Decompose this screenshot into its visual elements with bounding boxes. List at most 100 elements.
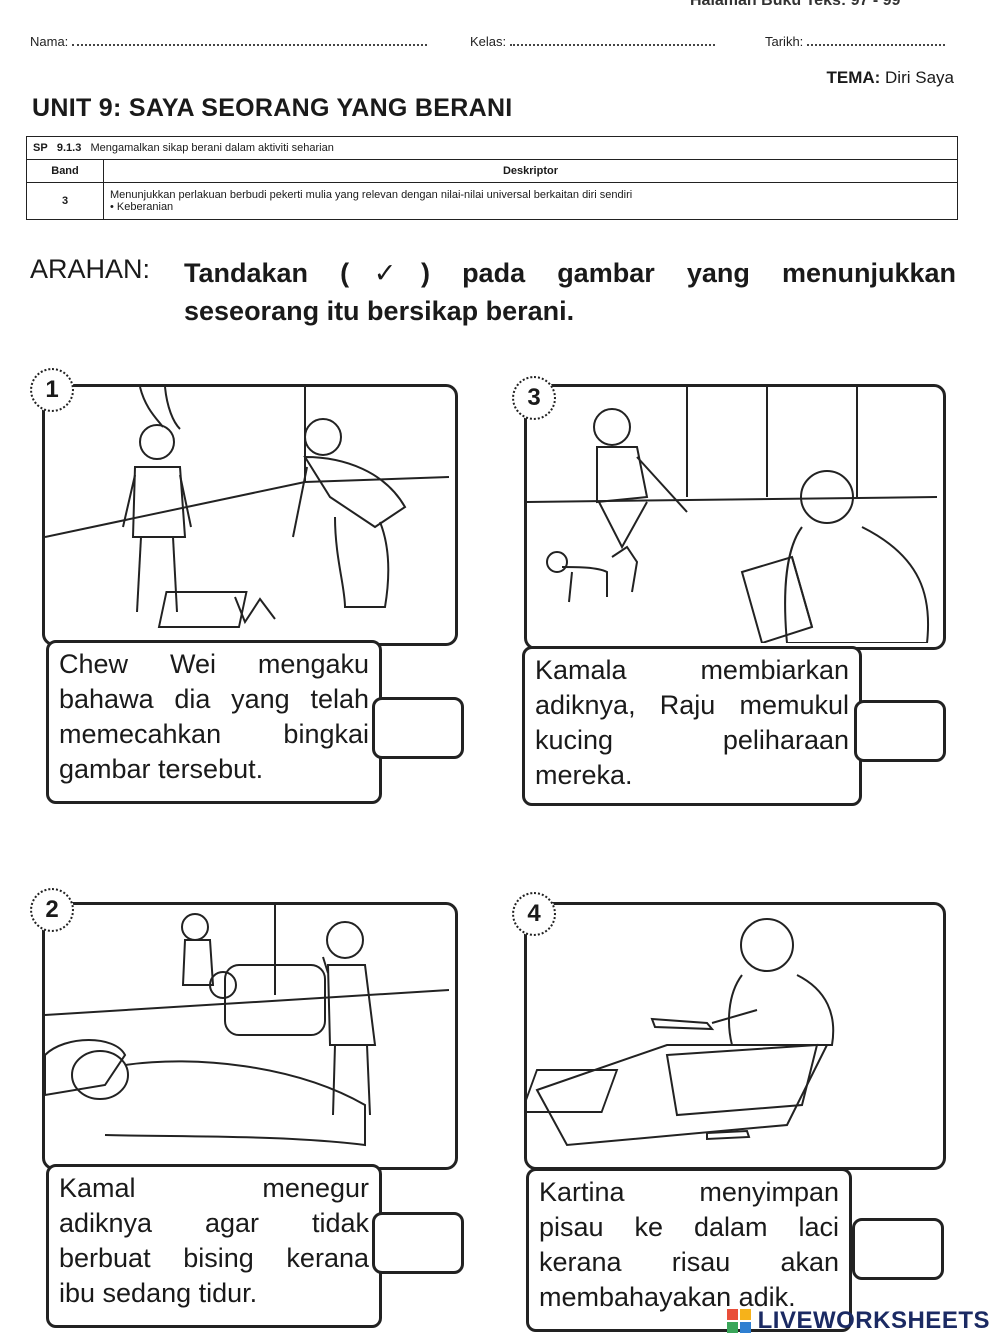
caption-line: Chew Wei mengaku bbox=[59, 649, 369, 679]
knife bbox=[650, 1017, 715, 1031]
theme-label: TEMA: bbox=[826, 68, 881, 87]
name-label: Nama: bbox=[30, 34, 69, 49]
panel-1-illustration bbox=[45, 387, 449, 628]
girl-body bbox=[784, 526, 930, 643]
sp-label: SP bbox=[33, 142, 48, 154]
panel-4-caption: Kartina menyimpan pisau ke dalam laci ke… bbox=[526, 1168, 852, 1332]
caption-line: kucing peliharaan bbox=[535, 725, 849, 755]
sp-code: 9.1.3 bbox=[56, 142, 82, 154]
class-label: Kelas: bbox=[470, 34, 507, 49]
caption-line: Kamal menegur bbox=[59, 1173, 369, 1203]
table-row: 3 Menunjukkan perlakuan berbudi pekerti … bbox=[26, 182, 958, 220]
sp-text: Mengamalkan sikap berani dalam aktiviti … bbox=[90, 142, 334, 154]
panel-4-illustration bbox=[527, 918, 835, 1147]
floor-line bbox=[45, 989, 449, 1016]
date-blank[interactable] bbox=[806, 34, 945, 46]
boy-body bbox=[596, 446, 649, 504]
caption-line: gambar tersebut. bbox=[59, 754, 264, 784]
class-blank[interactable] bbox=[509, 34, 715, 46]
panel-1-frame bbox=[42, 384, 458, 646]
caption-line: kerana risau akan bbox=[539, 1247, 839, 1277]
band-header: Band bbox=[26, 159, 104, 183]
pillow bbox=[45, 1039, 127, 1097]
panel-number-badge: 1 bbox=[30, 368, 74, 412]
kamal-head bbox=[326, 921, 364, 959]
mother-body bbox=[104, 1060, 366, 1147]
caption-line: adiknya agar tidak bbox=[59, 1208, 369, 1238]
panel-1-caption: Chew Wei mengaku bahawa dia yang telah m… bbox=[46, 640, 382, 804]
mother-head bbox=[71, 1050, 129, 1100]
panel-number-badge: 4 bbox=[512, 892, 556, 936]
panel-1-tick-box[interactable] bbox=[372, 697, 464, 759]
panel-3-caption: Kamala membiarkan adiknya, Raju memukul … bbox=[522, 646, 862, 806]
caption-line: Kartina menyimpan bbox=[539, 1177, 839, 1207]
cat-body bbox=[561, 566, 608, 603]
broken-frame bbox=[157, 591, 248, 628]
caption-line: Kamala membiarkan bbox=[535, 655, 849, 685]
girl-arm bbox=[711, 1009, 758, 1024]
date-field-row: Tarikh: bbox=[765, 34, 945, 49]
brother-body bbox=[181, 939, 215, 986]
unit-title: UNIT 9: SAYA SEORANG YANG BERANI bbox=[32, 94, 513, 122]
caption-line: berbuat bising kerana bbox=[59, 1243, 369, 1273]
descriptor-header: Deskriptor bbox=[103, 159, 958, 183]
panel-3-illustration bbox=[527, 387, 937, 643]
window-frame bbox=[766, 387, 858, 497]
date-label: Tarikh: bbox=[765, 34, 804, 49]
kamal-body bbox=[326, 964, 377, 1046]
kamal-shush-hand bbox=[322, 956, 329, 974]
panel-4-tick-box[interactable] bbox=[852, 1218, 944, 1280]
watermark-text: LIVEWORKSHEETS bbox=[757, 1307, 990, 1334]
panel-3-tick-box[interactable] bbox=[854, 700, 946, 762]
knife-on-table bbox=[706, 1129, 751, 1141]
instruction-line-2: seseorang itu bersikap berani. bbox=[184, 296, 575, 326]
boy-head bbox=[139, 424, 175, 460]
table bbox=[535, 1044, 829, 1147]
panel-2-tick-box[interactable] bbox=[372, 1212, 464, 1274]
table-row: Band Deskriptor bbox=[26, 159, 958, 183]
woman-body bbox=[303, 455, 407, 529]
caption-line: adiknya, Raju memukul bbox=[535, 690, 849, 720]
brother-head bbox=[181, 913, 209, 941]
band-value: 3 bbox=[26, 182, 104, 220]
boy-body bbox=[131, 466, 187, 538]
girl-head bbox=[800, 470, 854, 524]
theme-value: Diri Saya bbox=[885, 68, 954, 87]
panel-4-frame bbox=[524, 902, 946, 1170]
caption-line: membahayakan adik. bbox=[539, 1282, 796, 1312]
name-blank[interactable] bbox=[71, 34, 427, 46]
liveworksheets-logo-icon bbox=[726, 1309, 751, 1333]
curtain bbox=[139, 387, 181, 430]
class-field-row: Kelas: bbox=[470, 34, 715, 49]
panel-number-badge: 2 bbox=[30, 888, 74, 932]
panel-number-badge: 3 bbox=[512, 376, 556, 420]
instruction-label: ARAHAN: bbox=[30, 254, 151, 284]
toy-drum bbox=[209, 971, 237, 999]
caption-line: pisau ke dalam laci bbox=[539, 1212, 839, 1242]
sofa bbox=[224, 964, 326, 1036]
descriptor-line: Menunjukkan perlakuan berbudi pekerti mu… bbox=[110, 189, 633, 201]
girl-body bbox=[728, 974, 835, 1046]
instruction-text: Tandakan (✓) pada gambar yang menunjukka… bbox=[184, 254, 956, 330]
cutting-board bbox=[527, 1069, 619, 1113]
table-row: SP 9.1.3 Mengamalkan sikap berani dalam … bbox=[26, 136, 958, 160]
caption-line: bahawa dia yang telah bbox=[59, 684, 369, 714]
caption-line: mereka. bbox=[535, 760, 633, 790]
caption-line: memecahkan bingkai bbox=[59, 719, 369, 749]
panel-2-illustration bbox=[45, 905, 449, 1147]
descriptor-table: SP 9.1.3 Mengamalkan sikap berani dalam … bbox=[26, 136, 958, 220]
textbook-page-reference: Halaman Buku Teks: 97 - 99 bbox=[690, 0, 901, 9]
girl-head bbox=[740, 918, 794, 972]
liveworksheets-watermark: LIVEWORKSHEETS bbox=[726, 1307, 990, 1335]
cat-head bbox=[546, 551, 568, 573]
boy-stick-arm bbox=[636, 456, 688, 513]
floor-line bbox=[527, 496, 937, 503]
woman-pointing-arm bbox=[292, 466, 308, 538]
floor-line bbox=[45, 481, 306, 538]
woman-head bbox=[304, 418, 342, 456]
descriptor-text: Menunjukkan perlakuan berbudi pekerti mu… bbox=[103, 182, 958, 220]
sp-cell: SP 9.1.3 Mengamalkan sikap berani dalam … bbox=[26, 136, 958, 160]
cat bbox=[611, 545, 639, 593]
caption-line: ibu sedang tidur. bbox=[59, 1278, 258, 1308]
descriptor-bullet: • Keberanian bbox=[110, 201, 174, 213]
